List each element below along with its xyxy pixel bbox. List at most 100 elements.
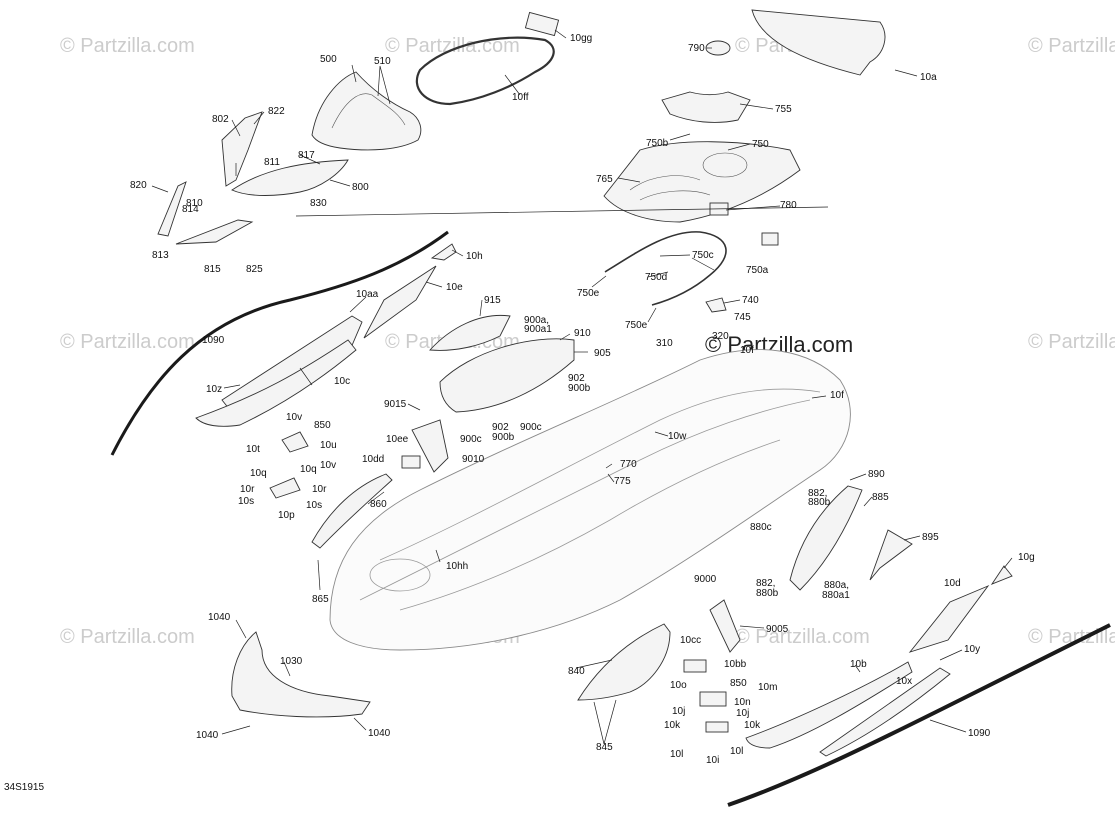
callout-10s: 10s — [238, 496, 254, 507]
decal-10x-part — [819, 667, 951, 757]
callout-800: 800 — [352, 182, 369, 193]
panel-880-part — [789, 485, 863, 591]
storage-bin-905-part — [439, 338, 575, 413]
callout-765: 765 — [596, 174, 613, 185]
callout-880a1: 880a1 — [822, 590, 850, 601]
cable-750a-part — [604, 231, 727, 306]
callout-865: 865 — [312, 594, 329, 605]
callout-775: 775 — [614, 476, 631, 487]
callout-10m: 10m — [758, 682, 777, 693]
callout-10bb: 10bb — [724, 659, 747, 670]
callout-750c: 750c — [692, 250, 714, 261]
callout-750e: 750e — [577, 288, 600, 299]
callout-830: 830 — [310, 198, 327, 209]
callout-10l: 10l — [670, 749, 683, 760]
callout-10gg: 10gg — [570, 33, 592, 44]
callout-10q-2: 10q — [300, 464, 317, 475]
callout-10u: 10u — [320, 440, 337, 451]
callout-850-2: 850 — [730, 678, 747, 689]
part-10dd — [401, 455, 421, 469]
callout-813: 813 — [152, 250, 169, 261]
part-9000 — [709, 599, 741, 653]
callout-9015: 9015 — [384, 399, 407, 410]
callout-825: 825 — [246, 264, 263, 275]
trim-815-part — [175, 219, 254, 245]
bumper-1030-part — [231, 631, 371, 718]
callout-10v-2: 10v — [320, 460, 336, 471]
callout-750d: 750d — [645, 272, 667, 283]
callout-10a: 10a — [920, 72, 937, 83]
callout-882: 882, — [808, 488, 827, 499]
callout-900a: 900a, — [524, 315, 549, 326]
callout-845: 845 — [596, 742, 613, 753]
callout-9000: 9000 — [694, 574, 717, 585]
panel-895-part — [869, 529, 913, 581]
callout-905: 905 — [594, 348, 611, 359]
callout-10x: 10x — [896, 676, 912, 687]
callout-814: 814 — [182, 204, 199, 215]
side-trim-802-part — [221, 111, 263, 187]
callout-10p: 10p — [278, 510, 295, 521]
callout-10s-2: 10s — [306, 500, 322, 511]
callout-1030: 1030 — [280, 656, 303, 667]
callout-10t: 10t — [246, 444, 260, 455]
callout-811: 811 — [264, 157, 280, 168]
panel-915-part — [429, 314, 511, 351]
callout-745: 745 — [734, 312, 751, 323]
watermark: © Partzilla.com — [1028, 35, 1115, 57]
callout-750: 750 — [752, 139, 769, 150]
callout-10k-2: 10k — [744, 720, 761, 731]
callout-320: 320 — [712, 331, 729, 342]
callout-817: 817 — [298, 150, 315, 161]
part-9010 — [411, 419, 449, 473]
callout-822: 822 — [268, 106, 285, 117]
callout-850: 850 — [314, 420, 331, 431]
callout-10c: 10c — [334, 376, 350, 387]
callout-10cc: 10cc — [680, 635, 701, 646]
callout-900b-2: 900b — [492, 432, 515, 443]
decal-10g-part — [990, 565, 1013, 585]
callout-860: 860 — [370, 499, 387, 510]
callout-840: 840 — [568, 666, 585, 677]
callout-900c: 900c — [460, 434, 482, 445]
callout-10h: 10h — [466, 251, 483, 262]
deck-750-part — [603, 141, 801, 223]
callout-10y: 10y — [964, 644, 980, 655]
callout-10v: 10v — [286, 412, 302, 423]
callout-310: 310 — [656, 338, 673, 349]
callout-10n: 10n — [734, 697, 751, 708]
callout-885: 885 — [872, 492, 889, 503]
callout-900b: 900b — [568, 383, 591, 394]
part-10n — [699, 691, 727, 707]
callout-790: 790 — [688, 43, 705, 54]
callout-750e-2: 750e — [625, 320, 648, 331]
callout-10ee: 10ee — [386, 434, 409, 445]
callout-802: 802 — [212, 114, 229, 125]
diagram-code: 34S1915 — [4, 782, 44, 793]
callout-902-2: 902 — [492, 422, 509, 433]
callout-750b: 750b — [646, 138, 669, 149]
callout-810: 810 — [186, 198, 203, 209]
callout-1090-2: 1090 — [968, 728, 991, 739]
callout-1040: 1040 — [208, 612, 231, 623]
mat-755-part — [661, 91, 751, 123]
rub-rail-1090a-part — [110, 230, 449, 456]
callout-880a: 880a, — [824, 580, 849, 591]
callout-900c-2: 900c — [520, 422, 542, 433]
callout-10l-2: 10l — [730, 746, 743, 757]
callout-880b-2: 880b — [756, 588, 779, 599]
callout-500: 500 — [320, 54, 337, 65]
callout-815: 815 — [204, 264, 221, 275]
part-10r — [269, 477, 301, 499]
callout-902: 902 — [568, 373, 585, 384]
callout-10o: 10o — [670, 680, 687, 691]
callout-10b: 10b — [850, 659, 867, 670]
panel-840-part — [577, 623, 671, 701]
callout-10ff: 10ff — [512, 92, 529, 103]
callout-755: 755 — [775, 104, 792, 115]
callout-882-2: 882, — [756, 578, 775, 589]
callout-1040-2: 1040 — [196, 730, 219, 741]
callout-10r-2: 10r — [312, 484, 327, 495]
callout-10k: 10k — [664, 720, 681, 731]
callout-10d: 10d — [944, 578, 961, 589]
